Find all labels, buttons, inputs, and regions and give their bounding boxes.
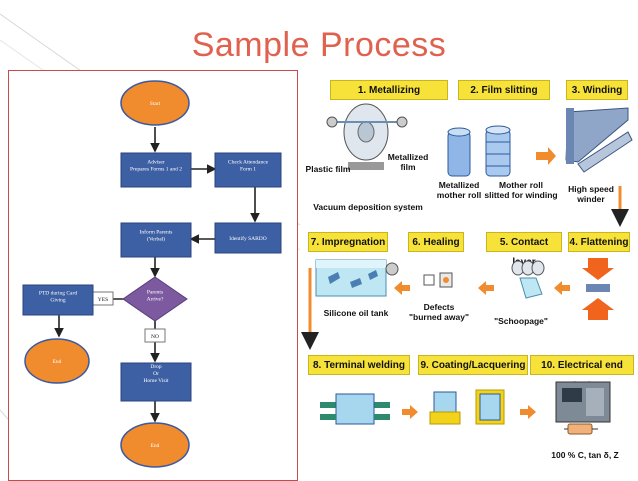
slitted-roll bbox=[485, 125, 511, 177]
no-label-box bbox=[144, 328, 166, 343]
metallized-roll bbox=[447, 127, 471, 177]
label-plastic-film: Plastic film bbox=[305, 164, 351, 174]
advisor-node bbox=[120, 152, 192, 188]
step-tag-1: 1. Metallizing bbox=[330, 80, 448, 100]
identify-node bbox=[214, 222, 282, 254]
decision-node bbox=[122, 276, 188, 322]
step-tag-2: 2. Film slitting bbox=[458, 80, 550, 100]
process-panel: 1. Metallizing 2. Film slitting 3. Windi… bbox=[298, 72, 638, 479]
silicone-tank bbox=[315, 259, 399, 297]
step-tag-6: 6. Healing bbox=[408, 232, 464, 252]
slide-title: Sample Process bbox=[191, 26, 447, 64]
label-test-result: 100 % C, tan δ, Z bbox=[551, 450, 619, 460]
arrow-9-10 bbox=[520, 405, 536, 419]
no-label: NO bbox=[151, 334, 159, 340]
yes-label: YES bbox=[98, 297, 108, 303]
coating-illustration bbox=[429, 389, 505, 425]
label-vacuum: Vacuum deposition system bbox=[313, 202, 423, 212]
end-left-label: End bbox=[53, 359, 62, 365]
check-attendance-node bbox=[214, 152, 282, 188]
drop-visit-node bbox=[120, 362, 192, 402]
inform-parents-label: Inform Parents(Verbal) bbox=[140, 229, 173, 243]
label-metallized-roll: Metallized mother roll bbox=[436, 180, 482, 200]
step-tag-4: 4. Flattening bbox=[568, 232, 630, 252]
label-metallized-film: Metallized film bbox=[387, 152, 429, 172]
arrow-4-5 bbox=[554, 281, 570, 295]
step-tag-7: 7. Impregnation bbox=[308, 232, 388, 252]
arrow-6-7 bbox=[394, 281, 410, 295]
step-tag-9: 9. Coating/Lacquering bbox=[418, 355, 528, 375]
label-mother-roll: Mother roll slitted for winding bbox=[484, 180, 558, 200]
process-illustrations bbox=[301, 103, 633, 435]
inform-parents-node bbox=[120, 222, 192, 258]
label-silicone: Silicone oil tank bbox=[323, 308, 389, 318]
terminal-welding-illustration bbox=[320, 393, 390, 425]
identify-label: Identify SARDO bbox=[229, 235, 266, 242]
flattening-press bbox=[582, 258, 614, 320]
end-bottom-node bbox=[120, 422, 190, 468]
label-defects: Defects "burned away" bbox=[408, 302, 470, 322]
label-high-speed: High speed winder bbox=[568, 184, 614, 204]
arrow-2-3 bbox=[536, 147, 556, 165]
winder-machine bbox=[565, 107, 633, 173]
start-label: Start bbox=[150, 101, 161, 107]
label-schoopage: "Schoopage" bbox=[494, 316, 548, 326]
contact-layer-illustration bbox=[511, 260, 545, 299]
start-node bbox=[120, 80, 190, 126]
healing-illustration bbox=[423, 272, 453, 288]
ptd-node bbox=[22, 284, 94, 316]
step-tag-3: 3. Winding bbox=[566, 80, 628, 100]
arrow-8-9 bbox=[402, 405, 418, 419]
step-tag-8: 8. Terminal welding bbox=[308, 355, 410, 375]
end-left-node bbox=[24, 338, 90, 384]
end-bottom-label: End bbox=[151, 443, 160, 449]
arrow-5-6 bbox=[478, 281, 494, 295]
metallizing-drum bbox=[326, 103, 408, 170]
electrical-tester bbox=[555, 381, 611, 435]
